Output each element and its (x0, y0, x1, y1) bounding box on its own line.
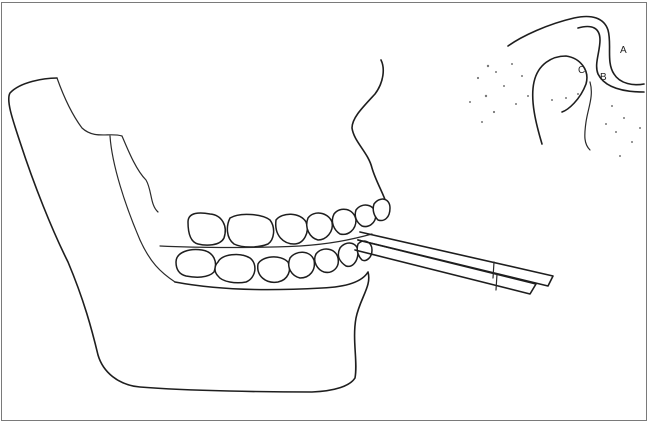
upper-tooth (373, 199, 390, 220)
instrument-tick (496, 274, 497, 290)
instrument-tick (493, 262, 494, 278)
lower-tooth (289, 252, 315, 278)
label-a: A (620, 45, 627, 56)
upper-tooth (188, 213, 225, 245)
upper-tooth (307, 213, 333, 240)
inset-middle-contour (578, 27, 644, 93)
lower-tooth (176, 250, 216, 278)
lower-tooth (315, 249, 339, 272)
face-profile (352, 60, 388, 208)
upper-tooth (276, 214, 308, 244)
inset-detail: A B C (469, 17, 644, 158)
upper-tooth (227, 214, 273, 247)
instrument-rod-lower (355, 240, 536, 294)
measuring-instrument (355, 232, 553, 294)
ramus-inner-line (110, 136, 175, 282)
instrument-rod-upper (358, 232, 553, 286)
inset-stipple (469, 63, 641, 157)
sigmoid-notch (57, 78, 158, 212)
inset-right-contour (585, 82, 592, 150)
upper-tooth (332, 209, 356, 234)
lower-tooth (338, 243, 358, 266)
lower-tooth (215, 255, 255, 283)
label-b: B (600, 72, 607, 83)
label-c: C (578, 65, 585, 76)
lower-tooth (258, 257, 290, 282)
